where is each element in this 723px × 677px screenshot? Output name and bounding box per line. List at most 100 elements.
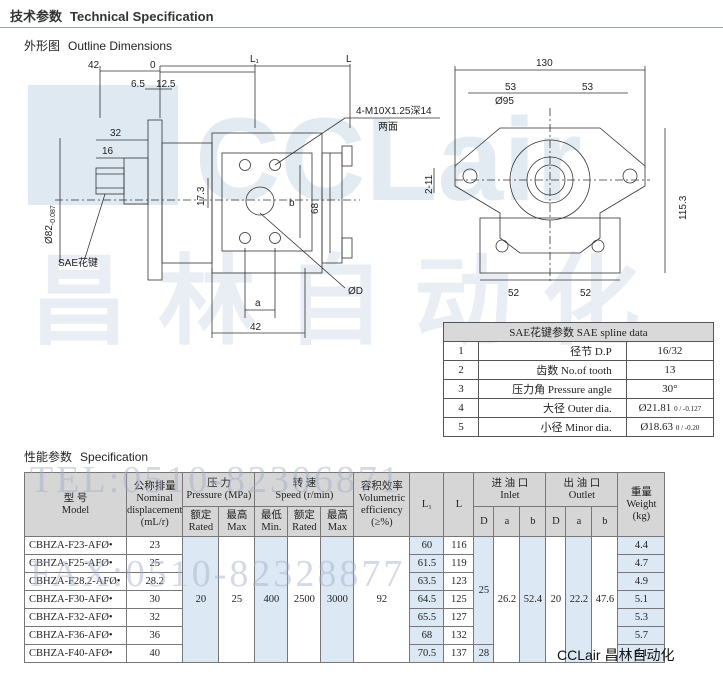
hdr-rated-cn: 额定 <box>293 509 315 521</box>
cell-in-b: 52.4 <box>519 536 547 663</box>
sae-table-header: SAE花键参数 SAE spline data <box>443 322 714 342</box>
cell-disp: 25 <box>125 554 184 573</box>
cell-L1: 70.5 <box>409 644 445 663</box>
dim-label-6-5: 6.5 <box>131 79 145 90</box>
dim-label-17-3: 17.3 <box>196 186 207 206</box>
cell-L: 127 <box>443 608 475 627</box>
spec-row: CBHZA-F36-AFØ• 36 68 132 5.7 <box>24 626 666 645</box>
dim-label-95: Ø95 <box>495 96 514 107</box>
cell-weight: 5.1 <box>617 590 666 609</box>
dim-label-115-3: 115.3 <box>678 195 689 220</box>
dim-label-16: 16 <box>102 146 114 157</box>
front-outline <box>454 127 646 254</box>
port-hole <box>245 186 275 216</box>
cell-L1: 61.5 <box>409 554 445 573</box>
sae-spline-label: SAE花键 <box>58 256 98 269</box>
outline-drawing: 42 0 L₁ L 6.5 12.5 32 16 Ø82-0.087 4-M10… <box>44 54 689 338</box>
cell-L: 119 <box>443 554 475 573</box>
sae-row-value: Ø18.63 0 / -0.20 <box>625 417 715 437</box>
hdr-rated-cn: 额定 <box>190 509 212 521</box>
cell-eff: 92 <box>353 536 411 663</box>
sae-row-value: 16/32 <box>625 341 715 361</box>
cell-out-a: 22.2 <box>565 536 593 663</box>
logo-watermark: CCLair 昌林自动化 <box>28 85 640 345</box>
hdr-in-b: b <box>519 506 547 537</box>
lower-hole-left <box>495 239 509 253</box>
hdr-pressure-cn: 压 力 <box>207 477 231 489</box>
cell-L1: 60 <box>409 536 445 555</box>
hdr-disp-unit: (mL/r) <box>140 516 169 528</box>
cell-speed-min: 400 <box>254 536 289 663</box>
cell-speed-rated: 2500 <box>287 536 322 663</box>
dim-label-52b: 52 <box>580 288 592 299</box>
cell-L1: 64.5 <box>409 590 445 609</box>
flange-hole-right <box>622 168 638 184</box>
dim-label-32: 32 <box>110 128 122 139</box>
sae-row-param: 大径 Outer dia. <box>478 398 627 418</box>
spec-row: CBHZA-F23-AFØ• 23 20 25 400 2500 3000 92… <box>24 536 666 663</box>
hdr-inlet-en: Inlet <box>500 489 520 501</box>
sae-row-no: 2 <box>443 360 479 380</box>
spec-title-cn: 性能参数 <box>24 450 73 464</box>
dim-label-a: a <box>255 298 261 309</box>
sae-row-no: 4 <box>443 398 479 418</box>
dim-label-52a: 52 <box>508 288 520 299</box>
hdr-rated-en: Rated <box>188 521 214 533</box>
hdr-in-a: a <box>493 506 521 537</box>
rear-plug-bottom <box>341 237 353 259</box>
hdr-weight-cn: 重量 <box>630 486 652 498</box>
bolt-hole-1 <box>239 159 251 171</box>
lower-hole-right <box>591 239 605 253</box>
cell-weight: 4.9 <box>617 572 666 591</box>
header-title-cn: 技术参数 <box>10 9 63 24</box>
spec-row: CBHZA-F30-AFØ• 30 64.5 125 5.1 <box>24 590 666 609</box>
watermark-block <box>28 85 178 205</box>
cell-disp: 32 <box>125 608 184 627</box>
hdr-max-cn: 最高 <box>326 509 348 521</box>
cell-out-D: 20 <box>545 536 567 663</box>
cell-model: CBHZA-F25-AFØ• <box>24 554 127 573</box>
cell-L: 137 <box>443 644 475 663</box>
sae-row-param: 径节 D.P <box>478 341 627 361</box>
pump-body <box>211 132 323 274</box>
cell-L1: 65.5 <box>409 608 445 627</box>
dim-label-phiD: ØD <box>348 286 363 297</box>
spec-title-en: Specification <box>80 450 149 464</box>
hdr-disp-cn: 公称排量 <box>133 480 176 492</box>
sae-row-no: 3 <box>443 379 479 399</box>
hdr-out-b: b <box>591 506 619 537</box>
dim-label-53b: 53 <box>582 82 594 93</box>
dim-label-42b: 42 <box>250 322 262 333</box>
cell-in-D: 25 <box>473 536 495 645</box>
hdr-model-en: Model <box>61 504 90 516</box>
hdr-min-cn: 最低 <box>260 509 282 521</box>
sae-value-tol: 0 / -0.127 <box>674 405 702 413</box>
thread-label: 4-M10X1.25深14 <box>356 105 432 117</box>
bolt-hole-3 <box>239 232 251 244</box>
hdr-eff-cn: 容积效率 <box>360 480 403 492</box>
sae-table-header-row: SAE花键参数 SAE spline data <box>443 322 714 342</box>
sae-row-param: 小径 Minor dia. <box>478 417 627 437</box>
dim-shaft-tol: -0.087 <box>50 205 57 225</box>
cell-model: CBHZA-F28.2-AFØ• <box>24 572 127 591</box>
front-view <box>433 66 666 283</box>
port-face <box>221 152 313 252</box>
leader-phiD <box>259 212 346 289</box>
hdr-L: L <box>443 472 475 537</box>
cell-disp: 36 <box>125 626 184 645</box>
dim-label-12-5: 12.5 <box>156 79 176 90</box>
dim-shaft-value: Ø82 <box>44 225 55 244</box>
header-rule <box>0 27 723 28</box>
spec-row: CBHZA-F40-AFØ• 40 70.5 137 28 6.1 <box>24 644 666 663</box>
cell-weight: 5.3 <box>617 608 666 627</box>
